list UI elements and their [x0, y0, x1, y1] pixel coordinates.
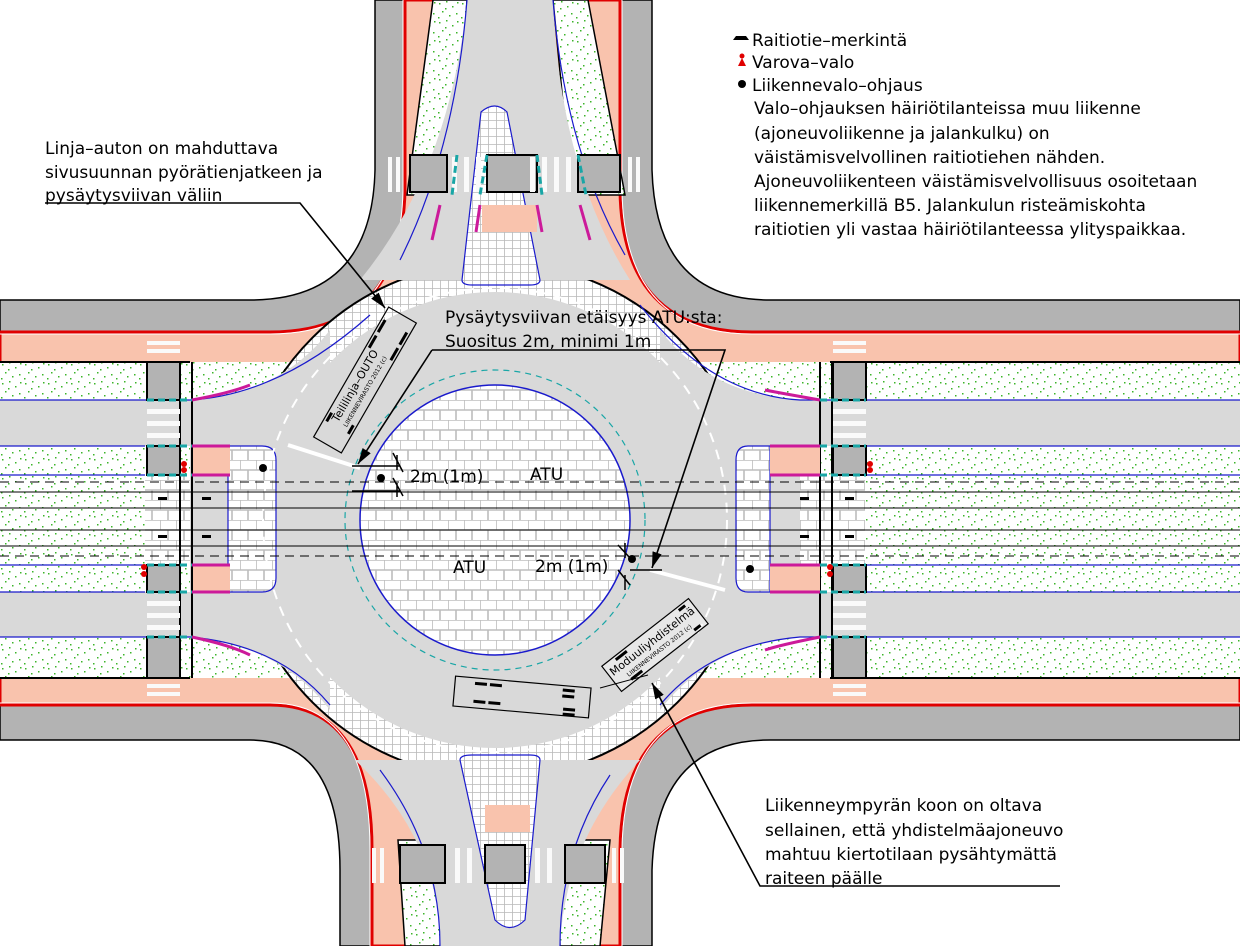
annotation-text: Linja–auton on mahduttava [45, 139, 278, 159]
stopline-annotation: Pysäytysviivan etäisyys ATU:sta: Suositu… [445, 308, 722, 352]
annotation-text: Pysäytysviivan etäisyys ATU:sta: [445, 308, 722, 328]
warning-light-icon [738, 53, 746, 66]
tram-sign-icon [158, 497, 854, 538]
legend-label: Raitiotie–merkintä [752, 31, 907, 51]
central-island [359, 384, 631, 656]
dimension-label-top: 2m (1m) [410, 467, 483, 487]
pedestrian-islands [146, 154, 867, 884]
legend-note: liikennemerkillä B5. Jalankulun risteämi… [754, 196, 1146, 216]
stop-line-east [649, 568, 726, 592]
atu-label-bottom: ATU [453, 558, 486, 578]
legend-note: Valo–ohjauksen häiriötilanteissa muu lii… [754, 99, 1141, 119]
bus-annotation: Linja–auton on mahduttava sivusuunnan py… [45, 139, 323, 206]
stop-line-west [287, 443, 361, 470]
legend-note: (ajoneuvoliikenne ja jalankulku) on [754, 124, 1050, 144]
legend-note: raitiotien yli vastaa häiriötilanteessa … [754, 220, 1186, 240]
cycle-crossings-pink [193, 205, 820, 832]
legend-note: Ajoneuvoliikenteen väistämisvelvollisuus… [754, 172, 1197, 192]
annotation-text: Suositus 2m, minimi 1m [445, 332, 651, 352]
legend-label: Liikennevalo–ohjaus [752, 76, 923, 96]
zebra-stripes [147, 157, 866, 883]
atu-boundary [344, 369, 646, 671]
dimension-marks [352, 452, 662, 590]
annotation-text: sivusuunnan pyörätienjatkeen ja [45, 163, 323, 183]
annotation-text: Liikenneympyrän koon on oltava [765, 796, 1042, 816]
legend: Raitiotie–merkintä Varova–valo Liikennev… [733, 31, 1197, 240]
atu-label-top: ATU [530, 465, 563, 485]
roundabout-annotation: Liikenneympyrän koon on oltava sellainen… [765, 796, 1063, 889]
lane-dashed-line [262, 287, 728, 753]
crossing-edges [147, 154, 866, 657]
annotation-text: sellainen, että yhdistelmäajoneuvo [765, 821, 1063, 841]
warning-light-icon [141, 461, 873, 577]
dimension-label-bottom: 2m (1m) [535, 557, 608, 577]
traffic-signal-dot-icon [738, 80, 746, 88]
annotation-text: pysäytysviivan väliin [45, 186, 222, 206]
legend-note: väistämisvelvollinen raitiotiehen nähden… [754, 148, 1105, 168]
legend-item-signal: Liikennevalo–ohjaus [738, 76, 923, 96]
legend-item-warning-light: Varova–valo [738, 53, 854, 73]
leader-lines [45, 202, 1060, 887]
legend-item-tram-sign: Raitiotie–merkintä [733, 31, 907, 51]
tram-sign-icon [733, 36, 749, 40]
annotation-text: mahtuu kiertotilaan pysähtymättä [765, 845, 1057, 865]
annotation-text: raiteen päälle [765, 869, 882, 889]
legend-label: Varova–valo [752, 53, 854, 73]
